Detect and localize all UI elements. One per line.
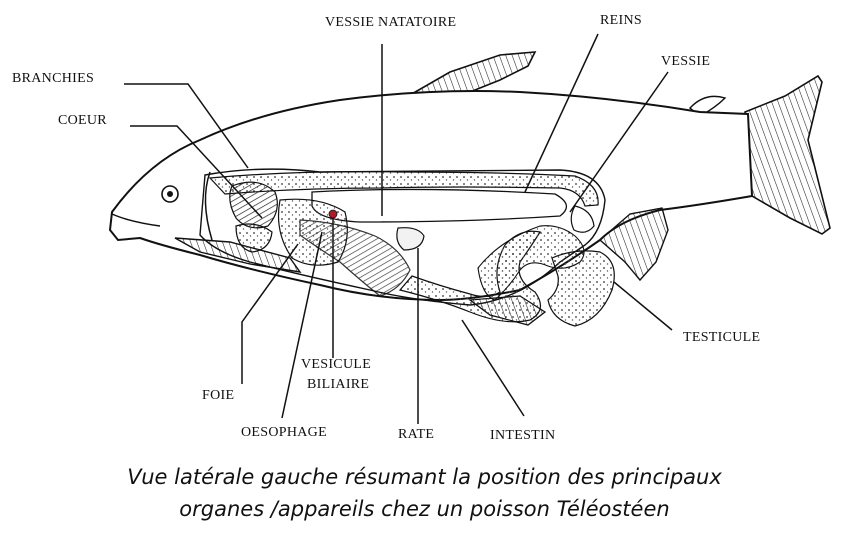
gills xyxy=(229,181,278,229)
leader-testicule xyxy=(613,281,673,331)
heart xyxy=(235,223,273,253)
leader-foie xyxy=(241,243,299,384)
label-coeur: COEUR xyxy=(58,113,107,128)
pelvic-fin xyxy=(598,207,669,282)
label-intestin: INTESTIN xyxy=(490,428,556,443)
pectoral-fin xyxy=(174,237,302,273)
leader-branchies xyxy=(124,83,249,169)
leader-vessie xyxy=(569,71,669,213)
oesophagus xyxy=(299,219,411,297)
swim-bladder xyxy=(311,188,567,223)
urinary-bladder xyxy=(570,205,595,233)
spleen xyxy=(396,227,425,251)
kidney xyxy=(208,171,599,207)
label-branchies: BRANCHIES xyxy=(12,71,95,86)
label-vesicule-line1: VESICULE xyxy=(301,357,372,372)
caudal-fin xyxy=(744,74,831,235)
label-vessie-natatoire: VESSIE NATATOIRE xyxy=(325,15,457,30)
leader-reins xyxy=(524,33,599,193)
label-vessie: VESSIE xyxy=(661,54,711,69)
label-vesicule-line2: BILIAIRE xyxy=(307,377,370,392)
gall-bladder xyxy=(328,209,338,219)
label-oesophage: OESOPHAGE xyxy=(241,425,327,440)
caption-line-2: organes /appareils chez un poisson Téléo… xyxy=(179,497,670,521)
label-testicule: TESTICULE xyxy=(683,330,761,345)
label-reins: REINS xyxy=(600,13,642,28)
caption-line-1: Vue latérale gauche résumant la position… xyxy=(127,465,722,489)
label-rate: RATE xyxy=(398,427,435,442)
testis xyxy=(547,250,615,327)
leader-oesophage xyxy=(281,231,323,419)
leader-coeur xyxy=(130,125,263,219)
leader-intestin xyxy=(461,319,525,417)
operculum xyxy=(204,171,213,241)
label-foie: FOIE xyxy=(202,388,235,403)
mouth xyxy=(111,213,161,227)
